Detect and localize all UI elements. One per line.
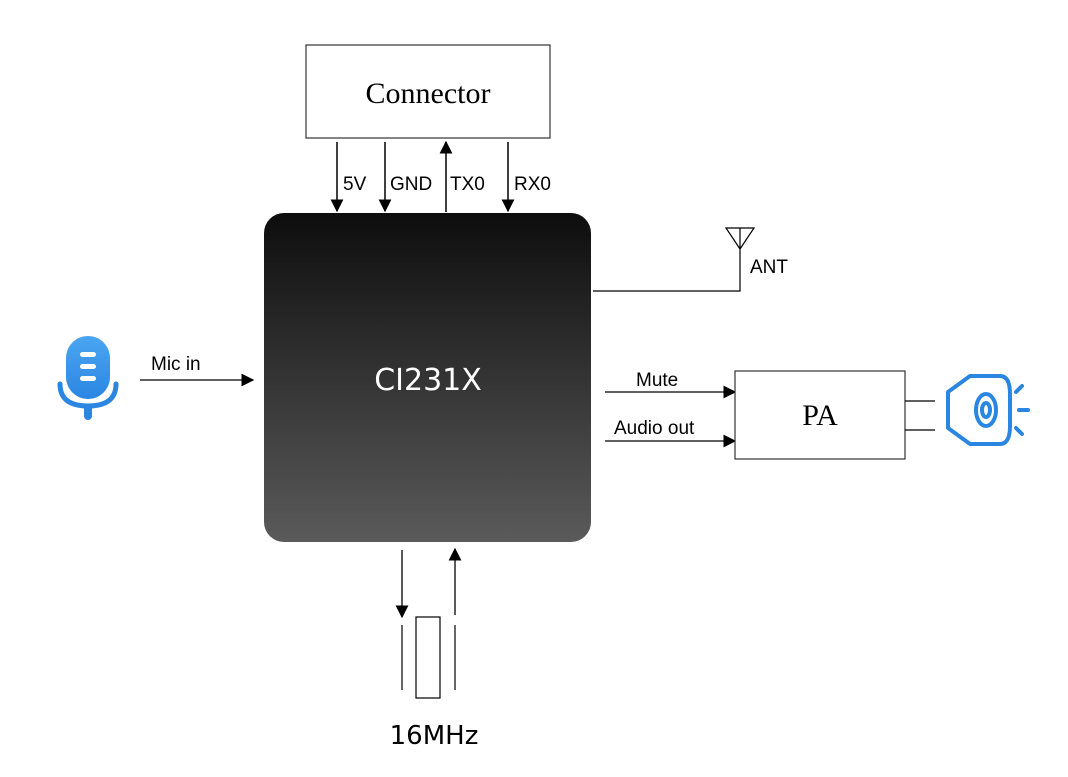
label-tx0: TX0 <box>450 174 485 195</box>
crystal-icon <box>401 616 456 699</box>
pa-box <box>734 370 906 460</box>
mic-in-label: Mic in <box>151 354 201 375</box>
chip-label: CI231X <box>374 363 482 398</box>
pa-block: PA <box>734 370 906 460</box>
chip-block: CI231X <box>264 213 591 542</box>
antenna-icon <box>724 227 756 251</box>
antenna-line <box>593 249 741 292</box>
microphone-icon <box>57 336 119 420</box>
label-rx0: RX0 <box>514 174 551 195</box>
antenna-label: ANT <box>750 257 788 278</box>
connector-box <box>305 44 551 139</box>
crystal-group: 16MHz <box>390 547 479 751</box>
audio-out-label: Audio out <box>614 418 695 439</box>
antenna-group: ANT <box>593 227 788 292</box>
pa-label: PA <box>802 399 838 432</box>
label-gnd: GND <box>390 174 432 195</box>
connector-signals: 5V GND TX0 RX0 <box>330 140 551 213</box>
speaker-icon <box>946 374 1030 446</box>
crystal-label: 16MHz <box>390 721 479 751</box>
connector-label: Connector <box>366 77 491 110</box>
label-5v: 5V <box>343 174 367 195</box>
mute-label: Mute <box>636 370 678 391</box>
connector-block: Connector <box>305 44 551 139</box>
chip-box <box>264 213 591 542</box>
